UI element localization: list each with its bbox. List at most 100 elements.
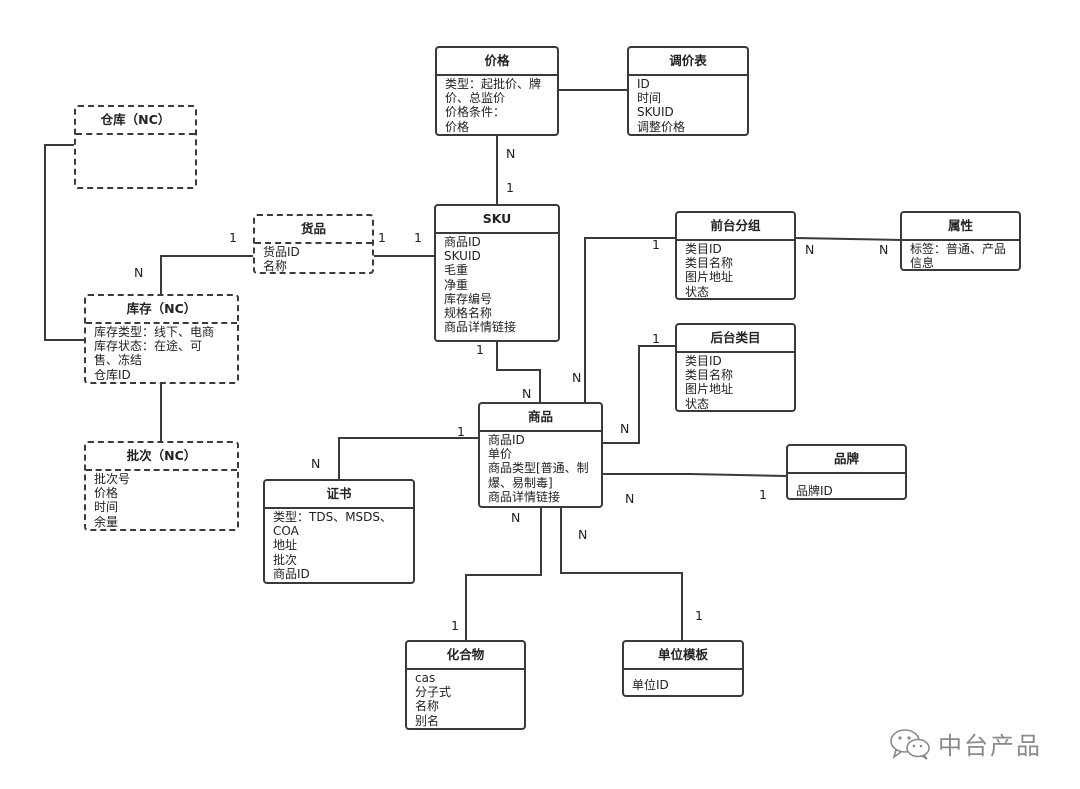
entity-field: 库存类型：线下、电商 (94, 325, 215, 339)
cardinality-label: 1 (652, 237, 660, 252)
entity-unit-template[interactable]: 单位模板 单位ID (622, 640, 744, 697)
entity-field: 库存状态：在途、可 (94, 339, 203, 354)
cardinality-label: N (506, 146, 516, 161)
entity-brand[interactable]: 品牌 品牌ID (786, 444, 907, 500)
entity-price-title: 价格 (437, 48, 557, 76)
entity-field: 类型：TDS、MSDS、 (273, 510, 393, 524)
cardinality-label: N (522, 386, 532, 401)
entity-field: cas (415, 671, 436, 685)
entity-field: 余量 (94, 514, 119, 529)
entity-field: SKUID (444, 249, 481, 264)
entity-inventory-fields: 库存类型：线下、电商库存状态：在途、可售、冻结仓库ID (86, 324, 237, 382)
watermark-text: 中台产品 (938, 732, 1042, 760)
entity-field: 价格 (445, 119, 470, 134)
entity-unit-template-fields: 单位ID (624, 670, 742, 694)
wechat-icon (890, 728, 930, 760)
entity-price-fields: 类型：起批价、牌价、总监价价格条件：价格 (437, 76, 557, 134)
rel-product-compound (465, 508, 542, 640)
entity-warehouse-title: 仓库（NC） (76, 107, 195, 135)
entity-field: 名称 (415, 699, 440, 714)
entity-field: SKUID (637, 105, 674, 120)
entity-brand-title: 品牌 (788, 446, 905, 474)
cardinality-label: 1 (476, 342, 484, 357)
entity-batch-title: 批次（NC） (86, 443, 237, 471)
entity-batch-fields: 批次号价格时间余量 (86, 471, 237, 529)
entity-attribute-title: 属性 (902, 213, 1019, 241)
cardinality-label: N (620, 421, 630, 436)
cardinality-label: 1 (759, 487, 767, 502)
entity-field: 调整价格 (637, 119, 686, 134)
entity-product-title: 商品 (480, 404, 601, 432)
entity-attribute[interactable]: 属性 标签：普通、产品信息 (900, 211, 1021, 271)
cardinality-label: 1 (451, 618, 459, 633)
cardinality-label: N (625, 491, 635, 506)
entity-certificate-title: 证书 (265, 481, 413, 509)
entity-sku-title: SKU (436, 206, 558, 234)
entity-field: 图片地址 (685, 270, 734, 285)
entity-field: 净重 (444, 277, 469, 292)
rel-product-certificate (338, 437, 478, 479)
entity-attribute-fields: 标签：普通、产品信息 (902, 241, 1019, 269)
entity-field: 状态 (685, 396, 710, 411)
entity-field: 单价 (488, 447, 513, 462)
watermark: 中台产品 (888, 726, 1042, 761)
entity-field: 商品ID (273, 566, 310, 581)
entity-field: 品牌ID (796, 484, 833, 498)
entity-field: 时间 (94, 500, 119, 515)
cardinality-label: N (134, 265, 144, 280)
entity-field: 规格名称 (444, 306, 493, 321)
entity-brand-fields: 品牌ID (788, 474, 905, 498)
cardinality-label: 1 (652, 331, 660, 346)
cardinality-label: 1 (414, 230, 422, 245)
entity-field: 状态 (685, 284, 710, 299)
cardinality-label: N (578, 527, 588, 542)
entity-inventory-title: 库存（NC） (86, 296, 237, 324)
entity-field: 商品类型[普通、制 (488, 461, 589, 476)
entity-warehouse[interactable]: 仓库（NC） (74, 105, 197, 189)
entity-field: ID (637, 77, 650, 91)
entity-field: 价格条件： (445, 105, 506, 120)
entity-field: 商品详情链接 (488, 489, 561, 504)
cardinality-label: N (879, 242, 889, 257)
entity-field: 价、总监价 (445, 91, 506, 106)
entity-price[interactable]: 价格 类型：起批价、牌价、总监价价格条件：价格 (435, 46, 559, 136)
cardinality-label: 1 (229, 230, 237, 245)
entity-field: 类目ID (685, 354, 722, 368)
entity-warehouse-fields (76, 135, 195, 138)
entity-batch[interactable]: 批次（NC） 批次号价格时间余量 (84, 441, 239, 531)
entity-field: 爆、易制毒] (488, 475, 553, 490)
cardinality-label: N (511, 510, 521, 525)
entity-field: 名称 (263, 259, 288, 274)
entity-field: 类型：起批价、牌 (445, 77, 542, 91)
entity-field: 毛重 (444, 263, 469, 278)
entity-front-group-title: 前台分组 (677, 213, 794, 241)
entity-field: 批次号 (94, 472, 131, 486)
entity-back-category-title: 后台类目 (677, 325, 794, 353)
entity-field: 商品ID (444, 235, 481, 249)
entity-field: 别名 (415, 713, 440, 728)
entity-field: 时间 (637, 91, 662, 106)
cardinality-label: N (311, 456, 321, 471)
entity-inventory[interactable]: 库存（NC） 库存类型：线下、电商库存状态：在途、可售、冻结仓库ID (84, 294, 239, 384)
rel-product-brand (603, 473, 787, 477)
cardinality-label: 1 (695, 608, 703, 623)
entity-field: 类目ID (685, 242, 722, 256)
entity-field: 图片地址 (685, 382, 734, 397)
cardinality-label: N (805, 242, 815, 257)
rel-warehouse-inventory (44, 144, 84, 341)
